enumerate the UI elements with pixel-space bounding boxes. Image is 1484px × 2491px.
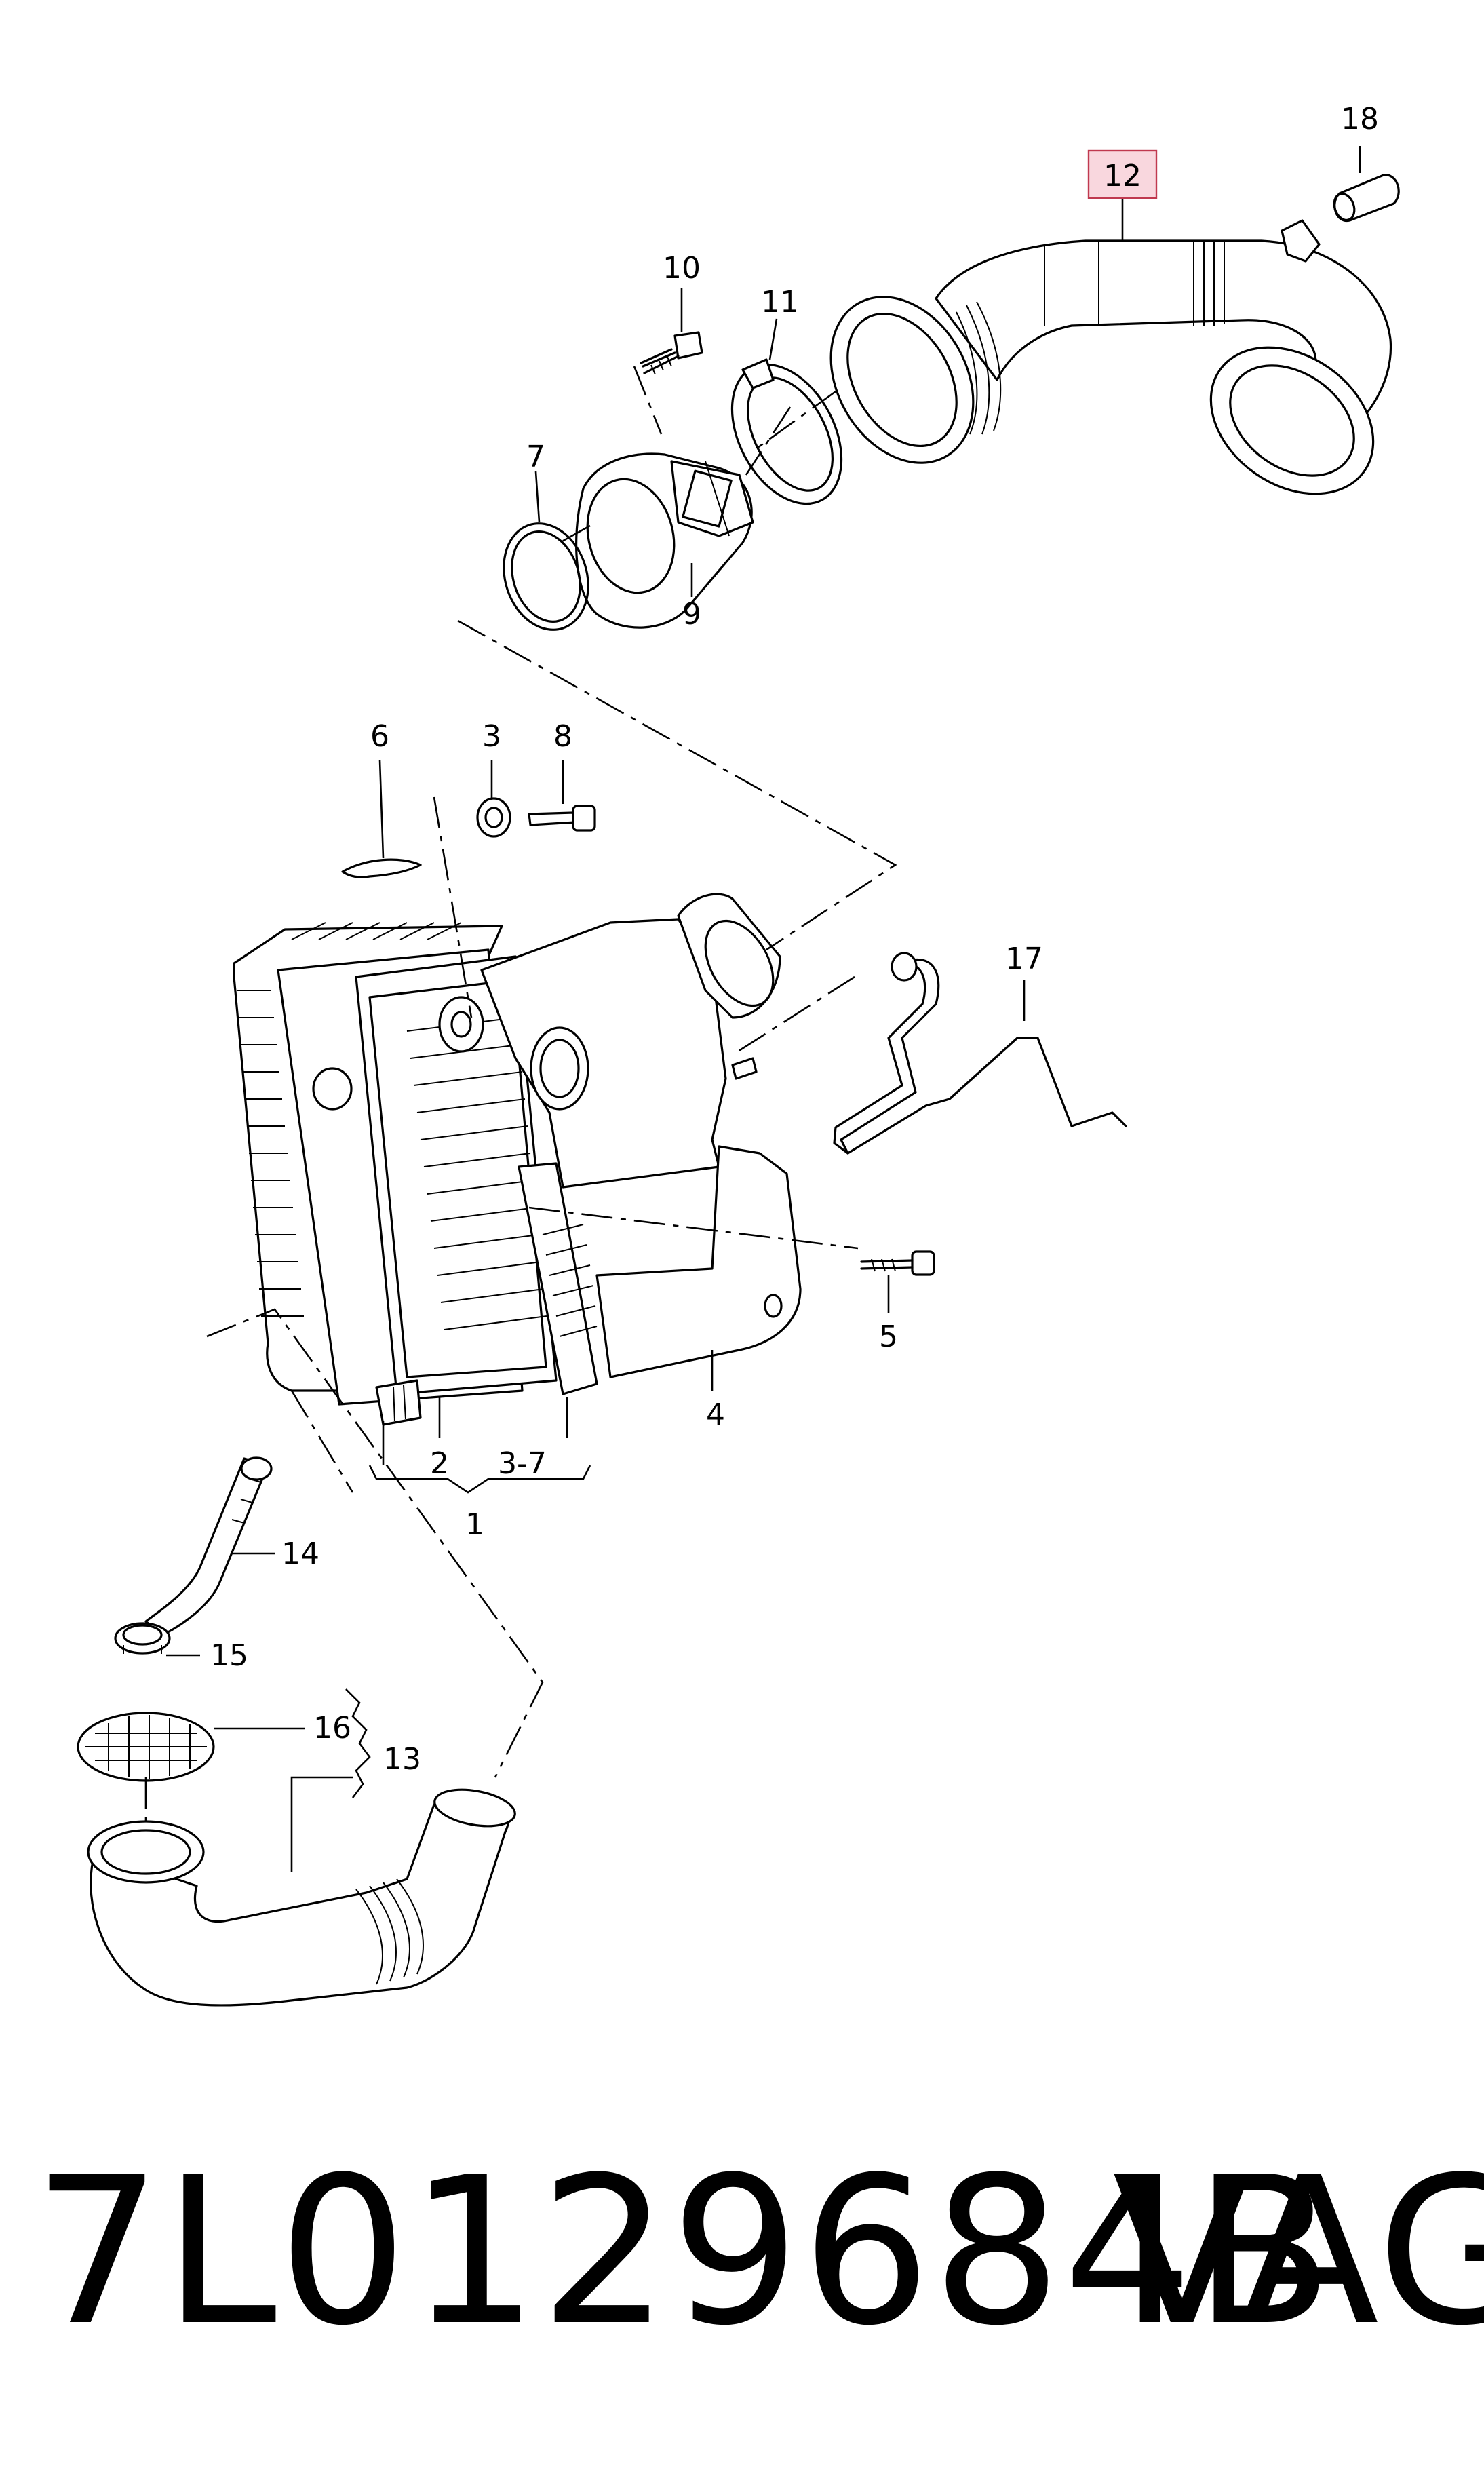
callout-4: 4 bbox=[706, 1397, 725, 1432]
callout-10: 10 bbox=[663, 251, 701, 286]
brand-label: VAG bbox=[1112, 2133, 1484, 2370]
part-11-clamp bbox=[730, 358, 843, 505]
callout-11: 11 bbox=[761, 285, 799, 320]
callout-2: 2 bbox=[430, 1446, 449, 1481]
callout-12-highlight bbox=[1087, 149, 1158, 199]
callout-6: 6 bbox=[370, 719, 389, 754]
callout-5: 5 bbox=[879, 1319, 898, 1354]
callout-7: 7 bbox=[526, 440, 545, 474]
part-17-breather-pipe bbox=[833, 952, 1127, 1155]
callout-18: 18 bbox=[1341, 102, 1379, 136]
part-1-air-filter-housing bbox=[233, 893, 802, 1426]
part-18-cap bbox=[1333, 174, 1400, 223]
part-15-hose-clamp bbox=[114, 1622, 171, 1655]
callout-13: 13 bbox=[383, 1742, 421, 1777]
part-7-gasket bbox=[503, 522, 589, 631]
callout-17: 17 bbox=[1005, 942, 1043, 976]
part-14-hose bbox=[144, 1456, 273, 1636]
part-number-label: 7L0129684B bbox=[33, 2133, 1335, 2370]
callout-3: 3 bbox=[482, 719, 501, 754]
part-12-intake-hose bbox=[829, 219, 1392, 495]
callout-12: 12 bbox=[1104, 159, 1141, 193]
callout-8: 8 bbox=[553, 719, 572, 754]
callout-labels: 12 18 10 11 7 9 6 3 8 17 5 4 2 3-7 1 14 … bbox=[210, 102, 1379, 1777]
part-6-clip bbox=[341, 858, 422, 878]
part-16-mesh-screen bbox=[77, 1712, 215, 1782]
part-5-screw bbox=[860, 1250, 935, 1276]
connection-lines bbox=[144, 366, 897, 1825]
part-3-grommet bbox=[476, 797, 511, 838]
callout-9: 9 bbox=[682, 597, 701, 632]
callout-1: 1 bbox=[465, 1507, 484, 1542]
part-10-screw bbox=[640, 331, 703, 375]
callout-3-7: 3-7 bbox=[498, 1446, 547, 1481]
callout-15: 15 bbox=[210, 1638, 248, 1673]
callout-14: 14 bbox=[281, 1537, 319, 1571]
leader-lines bbox=[166, 146, 1361, 1872]
part-8-bolt bbox=[528, 805, 596, 832]
part-13-intake-duct bbox=[87, 1788, 516, 2007]
callout-16: 16 bbox=[313, 1711, 351, 1745]
part-9-air-mass-meter bbox=[575, 452, 754, 629]
